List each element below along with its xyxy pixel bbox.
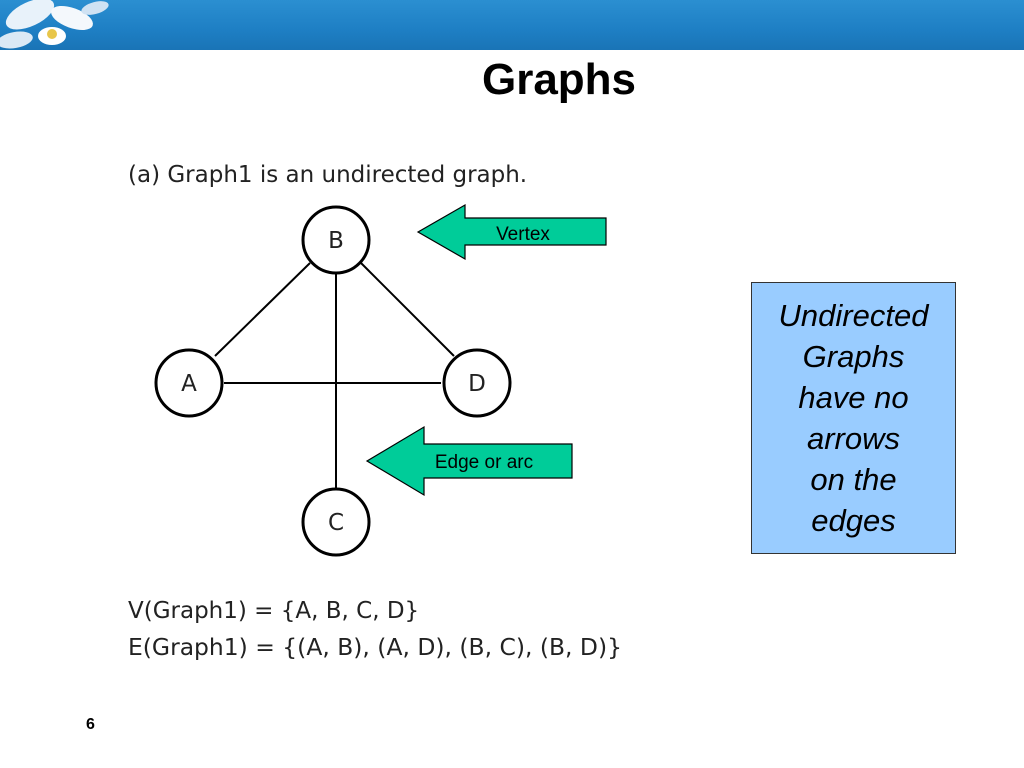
vertex-label: A [181, 371, 197, 397]
vertex-b: B [301, 205, 371, 275]
vertex-c: C [301, 487, 371, 557]
slide-title: Graphs [481, 55, 637, 104]
vertex-callout-label: Vertex [496, 224, 550, 245]
vertex-callout-arrow: Vertex [416, 203, 607, 261]
top-banner [0, 0, 1024, 50]
figure-caption: (a) Graph1 is an undirected graph. [128, 162, 527, 188]
vertex-label: C [328, 510, 344, 536]
vertex-label: D [468, 371, 486, 397]
flower-icon [0, 0, 109, 49]
edge-callout-label: Edge or arc [435, 452, 533, 473]
vertex-d: D [442, 348, 512, 418]
vertex-label: B [328, 228, 344, 254]
note-text: Undirected Graphs have no arrows on the … [778, 298, 929, 538]
edge-a-b [214, 262, 311, 357]
vertex-a: A [154, 348, 224, 418]
note-box: Undirected Graphs have no arrows on the … [751, 282, 956, 554]
edge-b-d [360, 262, 455, 357]
slide-number: 6 [86, 716, 95, 733]
edge-callout-arrow: Edge or arc [365, 425, 573, 497]
vertex-set-definition: V(Graph1) = {A, B, C, D} [128, 598, 419, 624]
edge-set-definition: E(Graph1) = {(A, B), (A, D), (B, C), (B,… [128, 635, 622, 661]
